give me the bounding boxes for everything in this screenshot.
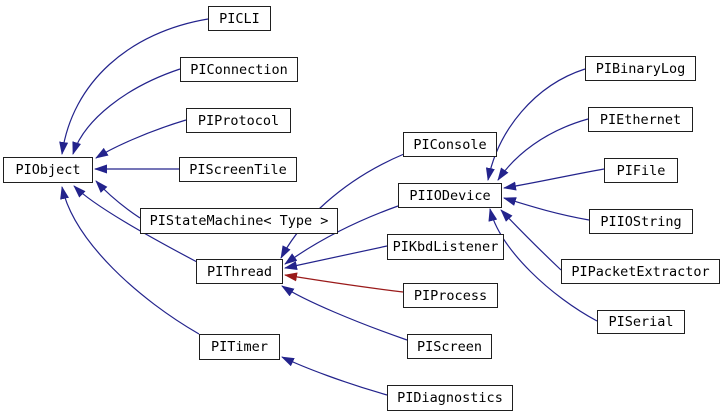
edge-piconsole-to-pithread [280, 153, 405, 259]
edge-piscreen-to-pithread [281, 285, 408, 341]
edge-pitimer-to-piobject [60, 186, 200, 335]
node-piconsole[interactable]: PIConsole [403, 132, 497, 157]
edge-piethernet-to-piiodevice [497, 118, 589, 181]
edge-piprocess-to-pithread [284, 272, 404, 293]
node-piprotocol[interactable]: PIProtocol [186, 108, 291, 133]
node-pifile[interactable]: PIFile [604, 158, 678, 183]
edge-piserial-to-piiodevice [488, 208, 598, 322]
edge-pidiagnostics-to-pitimer [281, 356, 388, 396]
node-piserial[interactable]: PISerial [597, 310, 685, 334]
node-pibinarylog[interactable]: PIBinaryLog [585, 56, 696, 81]
node-pistatemachine[interactable]: PIStateMachine< Type > [140, 208, 338, 234]
node-piprocess[interactable]: PIProcess [403, 283, 498, 308]
edge-piiodevice-to-pithread [284, 205, 399, 265]
node-pitimer[interactable]: PITimer [199, 334, 280, 360]
edge-piconnection-to-piobject [72, 68, 181, 155]
node-piiostring[interactable]: PIIOString [589, 209, 693, 234]
edge-pifile-to-piiodevice [503, 168, 605, 191]
node-pithread[interactable]: PIThread [196, 259, 283, 284]
node-pipacketextractor[interactable]: PIPacketExtractor [561, 259, 720, 284]
edge-picli-to-piobject [59, 18, 209, 155]
node-piconnection[interactable]: PIConnection [180, 57, 298, 82]
node-pikbdlistener[interactable]: PIKbdListener [387, 234, 504, 260]
node-picli[interactable]: PICLI [208, 6, 271, 31]
edge-pistatemachine-to-piobject [95, 180, 141, 219]
node-pidiagnostics[interactable]: PIDiagnostics [387, 385, 513, 411]
node-piiodevice[interactable]: PIIODevice [398, 183, 502, 208]
edge-pibinarylog-to-piiodevice [485, 68, 586, 181]
node-piscreen[interactable]: PIScreen [407, 334, 492, 359]
node-piscreentile[interactable]: PIScreenTile [179, 157, 297, 182]
edge-pipacketextractor-to-piiodevice [500, 209, 562, 271]
node-piobject[interactable]: PIObject [3, 157, 93, 183]
node-piethernet[interactable]: PIEthernet [588, 107, 693, 132]
edge-piiostring-to-piiodevice [503, 197, 590, 221]
edge-piprotocol-to-piobject [95, 119, 187, 159]
edge-pithread-to-piobject [73, 185, 198, 263]
edge-pikbdlistener-to-pithread [284, 245, 388, 270]
